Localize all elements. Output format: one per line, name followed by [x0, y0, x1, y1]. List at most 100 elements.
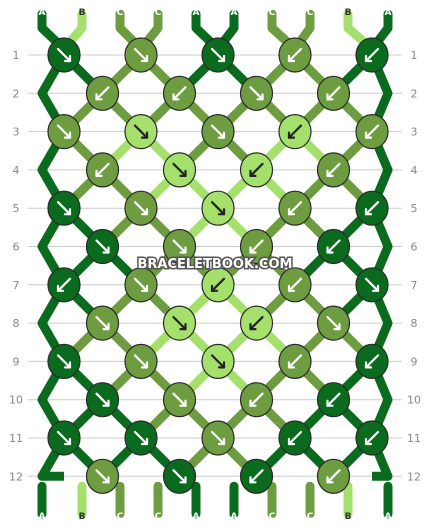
arrow-head-icon — [287, 131, 296, 139]
arrow-down-right-icon — [172, 392, 187, 407]
arrow-down-left-icon — [326, 239, 341, 254]
bottom-strand-label: A — [231, 512, 238, 522]
knot — [124, 267, 158, 303]
arrow-head-icon — [249, 169, 257, 177]
row-number-right: 11 — [407, 432, 421, 445]
row-number-left: 11 — [9, 432, 23, 445]
row-number-left: 5 — [13, 202, 20, 215]
arrow-head-icon — [217, 437, 226, 446]
arrow-down-left-icon — [326, 469, 341, 484]
knot — [47, 420, 81, 456]
arrow-head-icon — [217, 131, 226, 139]
row-number-right: 1 — [411, 49, 418, 62]
arrow-head-icon — [179, 399, 187, 407]
knot — [278, 37, 312, 73]
knot-grid — [47, 37, 389, 494]
knot — [85, 382, 120, 418]
arrow-down-left-icon — [364, 430, 380, 446]
bottom-strand-label: C — [155, 512, 162, 522]
arrow-down-right-icon — [172, 469, 187, 484]
knot — [47, 114, 81, 150]
knot — [278, 190, 312, 226]
arrow-down-right-icon — [210, 124, 226, 139]
top-strand-label: C — [269, 8, 276, 18]
knot — [316, 75, 351, 111]
arrow-head-icon — [179, 246, 187, 254]
arrow-down-right-icon — [133, 354, 149, 369]
arrow-head-icon — [256, 93, 264, 101]
knot — [47, 190, 81, 226]
top-strand-label: A — [39, 8, 46, 18]
bottom-strand-label: A — [39, 512, 46, 522]
arrow-head-icon — [140, 361, 149, 369]
arrow-head-icon — [249, 246, 257, 254]
knot — [239, 228, 274, 265]
bottom-strand-label: C — [117, 512, 124, 522]
bottom-strand-label: C — [269, 512, 276, 522]
arrow-head-icon — [249, 399, 257, 407]
knot — [124, 420, 158, 456]
knot — [355, 37, 389, 73]
knot — [162, 75, 197, 111]
arrow-down-right-icon — [56, 354, 72, 369]
bottom-strand-label: B — [345, 512, 352, 522]
arrow-down-left-icon — [364, 124, 380, 139]
top-strand-label: A — [231, 8, 238, 18]
arrow-down-right-icon — [133, 124, 149, 139]
arrow-head-icon — [326, 169, 334, 177]
arrow-down-left-icon — [95, 86, 110, 101]
arrow-head-icon — [364, 208, 373, 216]
knot — [47, 37, 81, 73]
knot — [316, 152, 351, 188]
knot — [201, 114, 235, 150]
row-number-left: 8 — [13, 317, 20, 330]
arrow-head-icon — [102, 476, 110, 484]
arrow-head-icon — [287, 54, 296, 63]
knot — [47, 343, 81, 379]
row-number-right: 8 — [411, 317, 418, 330]
knot — [85, 75, 120, 111]
knot — [239, 75, 274, 111]
knot — [124, 114, 158, 150]
arrow-down-right-icon — [95, 316, 110, 331]
row-number-right: 4 — [411, 164, 418, 177]
arrow-down-right-icon — [210, 354, 226, 369]
top-strand-label: C — [307, 8, 314, 18]
knot — [355, 114, 389, 150]
arrow-head-icon — [210, 284, 219, 292]
arrow-head-icon — [287, 361, 296, 369]
arrow-down-right-icon — [56, 47, 72, 63]
arrow-head-icon — [287, 208, 296, 216]
knot — [201, 190, 235, 226]
arrow-head-icon — [217, 54, 226, 63]
arrow-down-right-icon — [133, 47, 149, 63]
top-strand-label: A — [193, 8, 200, 18]
row-number-right: 10 — [407, 394, 421, 407]
arrow-head-icon — [140, 208, 149, 216]
arrow-down-left-icon — [249, 162, 264, 177]
arrow-down-left-icon — [249, 316, 264, 331]
arrow-head-icon — [364, 54, 373, 63]
knot — [85, 305, 120, 341]
arrow-down-right-icon — [95, 392, 110, 407]
top-strand-label: C — [155, 8, 162, 18]
knot — [162, 152, 197, 188]
watermark-text: BRACELETBOOK.COM — [138, 257, 293, 272]
arrow-down-left-icon — [364, 354, 380, 369]
arrow-down-right-icon — [249, 86, 264, 101]
knot — [278, 114, 312, 150]
bottom-strand-label: B — [79, 512, 86, 522]
knot — [316, 458, 351, 494]
knot — [355, 267, 389, 303]
arrow-down-right-icon — [133, 277, 149, 292]
knot — [316, 382, 351, 418]
knot — [85, 152, 120, 188]
top-strand-label: C — [117, 8, 124, 18]
knot — [355, 343, 389, 379]
knot — [355, 420, 389, 456]
arrow-down-left-icon — [287, 124, 303, 139]
arrow-head-icon — [95, 169, 103, 177]
row-number-left: 2 — [13, 87, 20, 100]
arrow-down-left-icon — [172, 86, 187, 101]
